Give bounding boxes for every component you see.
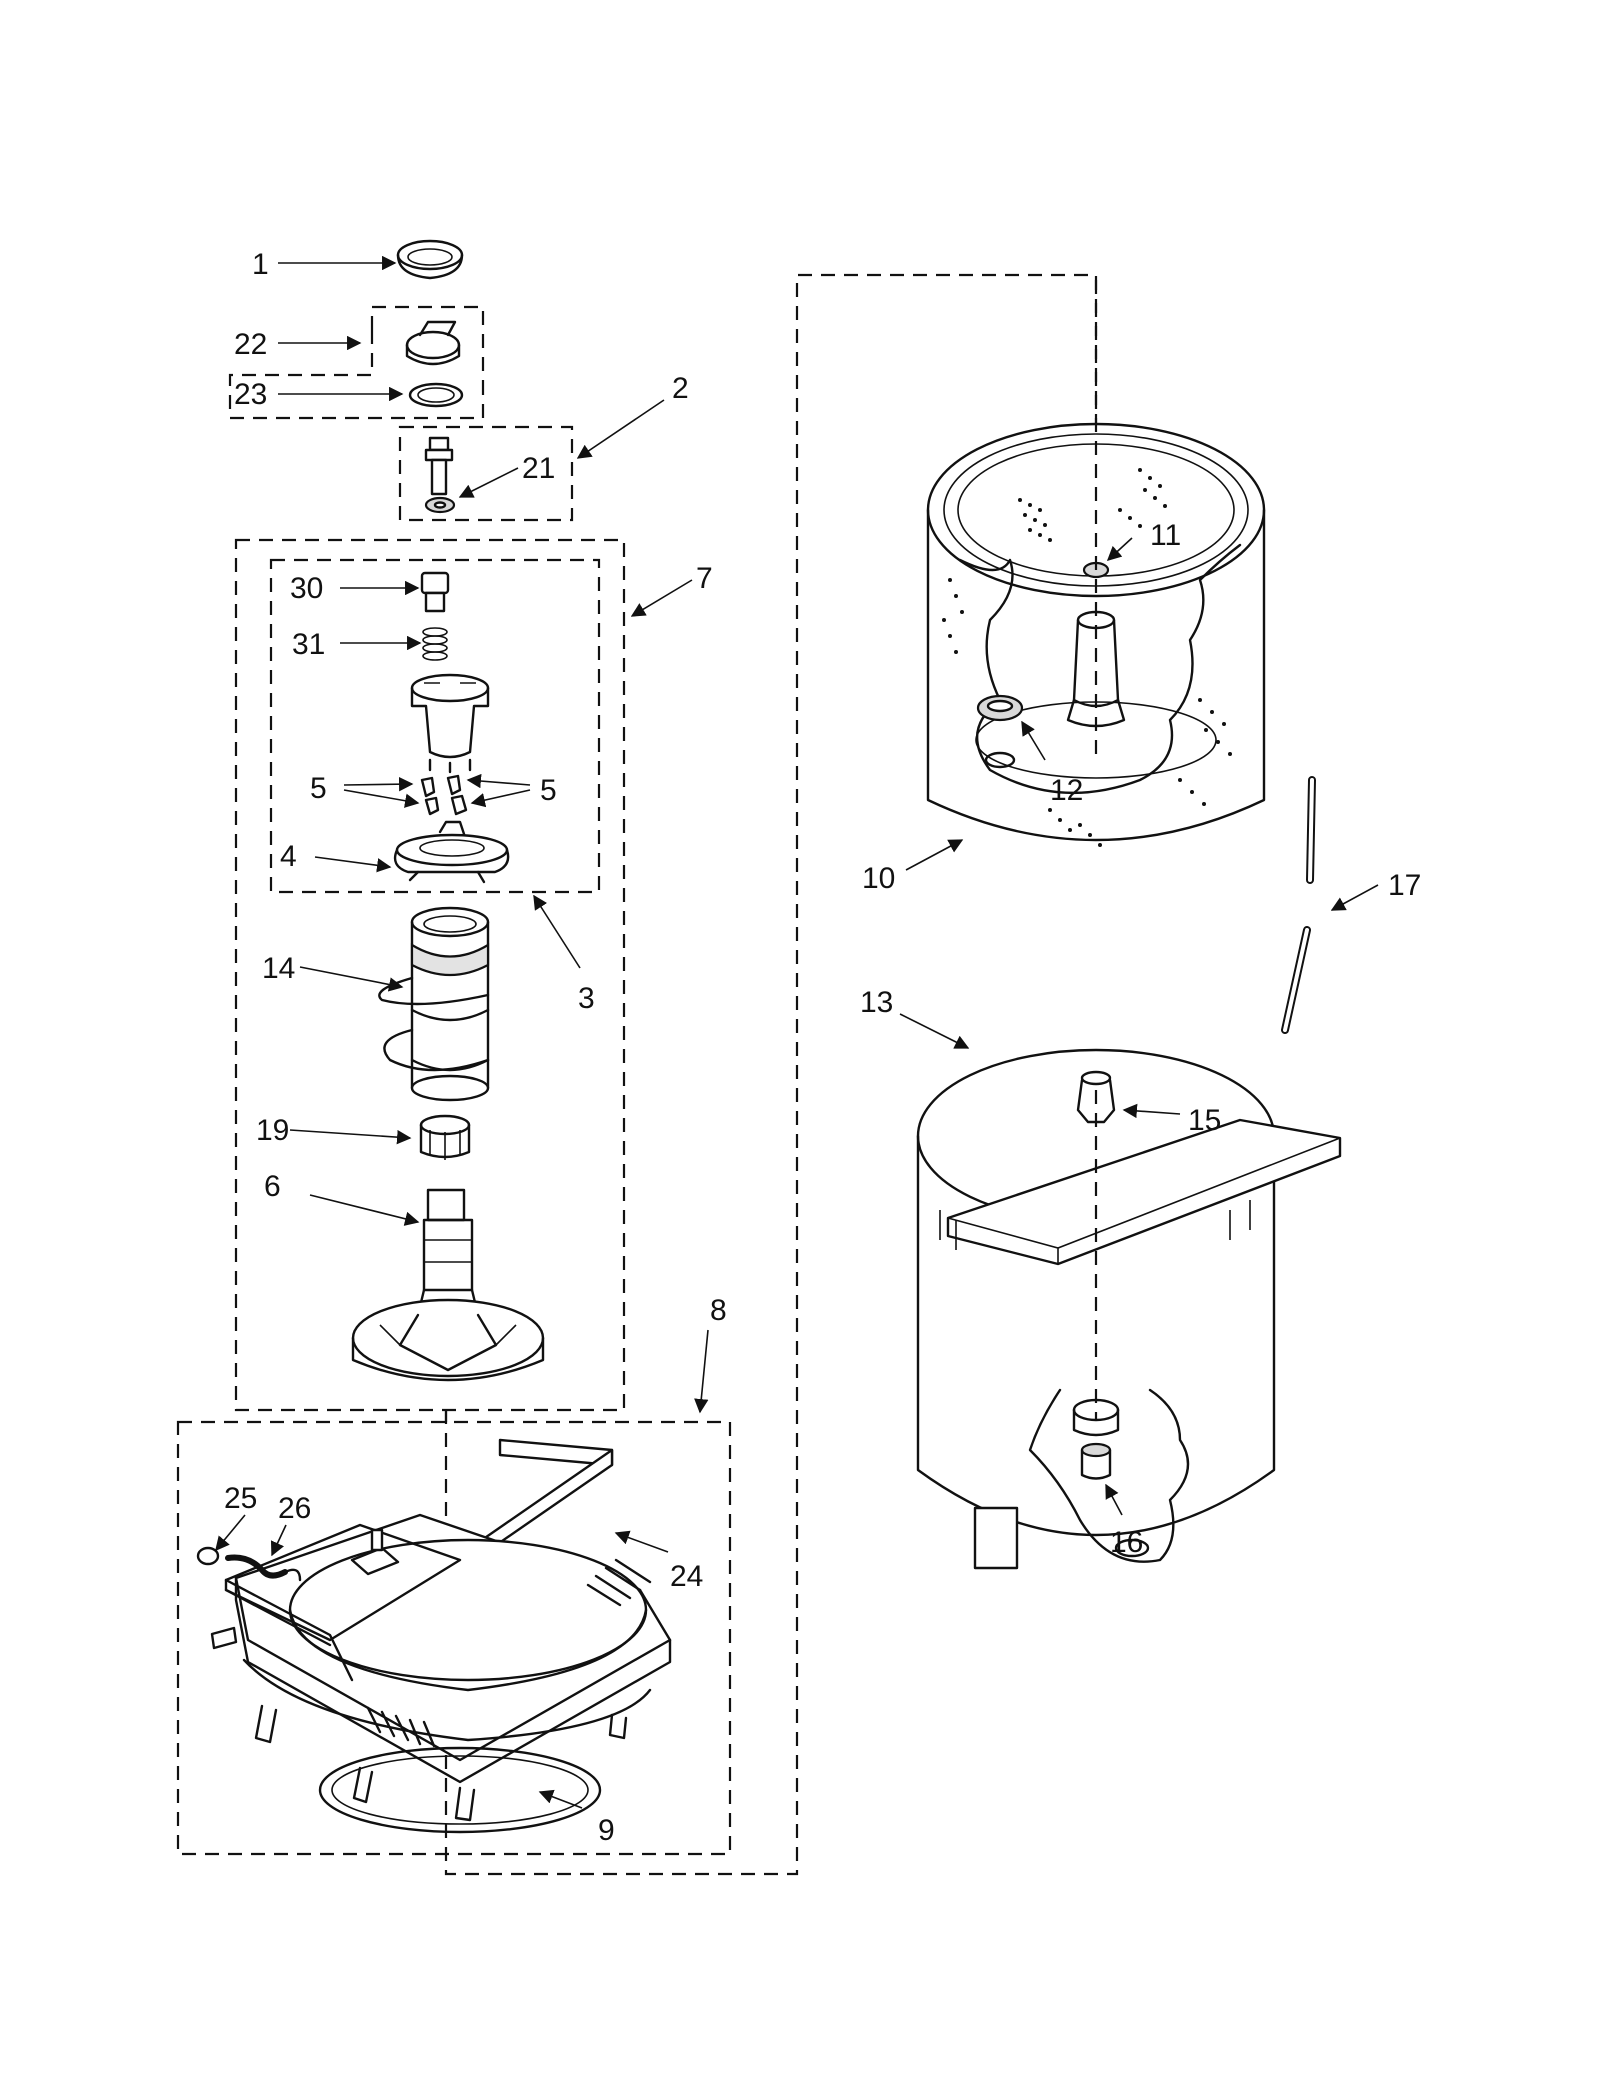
part-23-ring <box>408 382 464 408</box>
part-8-base <box>196 1438 672 1834</box>
callout-14: 14 <box>262 952 295 985</box>
callout-21: 21 <box>522 452 555 485</box>
part-4-plate <box>393 820 510 884</box>
callout-5-right: 5 <box>540 774 557 807</box>
callout-3: 3 <box>578 982 595 1015</box>
callout-26: 26 <box>278 1492 311 1525</box>
callout-24: 24 <box>670 1560 703 1593</box>
callout-4: 4 <box>280 840 297 873</box>
part-13-outer-tub <box>916 1048 1342 1570</box>
callout-2: 2 <box>672 372 689 405</box>
callout-5-left: 5 <box>310 772 327 805</box>
part-6-agitator-base <box>351 1188 545 1382</box>
callout-23: 23 <box>234 378 267 411</box>
callout-1: 1 <box>252 248 269 281</box>
callout-15: 15 <box>1188 1104 1221 1137</box>
part-10-basket <box>926 280 1266 847</box>
leader-lines <box>215 255 1379 1809</box>
callout-6: 6 <box>264 1170 281 1203</box>
callout-12: 12 <box>1050 774 1083 807</box>
part-22-retainer <box>405 320 461 366</box>
part-30-cam <box>420 571 450 613</box>
part-14-auger <box>378 906 490 1102</box>
part-19-ring <box>419 1114 471 1160</box>
callout-9: 9 <box>598 1814 615 1847</box>
callout-16: 16 <box>1110 1526 1143 1559</box>
part-1-cap <box>396 239 464 280</box>
part-agitator-cam <box>410 673 490 774</box>
group-boxes <box>176 273 1098 1876</box>
callout-11: 11 <box>1150 519 1181 552</box>
callout-7: 7 <box>696 562 713 595</box>
callout-31: 31 <box>292 628 325 661</box>
callout-17: 17 <box>1388 869 1421 902</box>
part-21-bolt <box>424 436 456 514</box>
callout-labels: 1 22 23 2 21 30 31 5 5 4 7 3 14 19 6 8 2… <box>224 248 1421 1847</box>
callout-25: 25 <box>224 1482 257 1515</box>
callout-13: 13 <box>860 986 893 1019</box>
part-31-spring <box>422 627 448 661</box>
callout-8: 8 <box>710 1294 727 1327</box>
callout-22: 22 <box>234 328 267 361</box>
callout-30: 30 <box>290 572 323 605</box>
part-5-dogs <box>420 774 468 816</box>
callout-19: 19 <box>256 1114 289 1147</box>
part-17-hose <box>1281 776 1316 1034</box>
callout-10: 10 <box>862 862 895 895</box>
